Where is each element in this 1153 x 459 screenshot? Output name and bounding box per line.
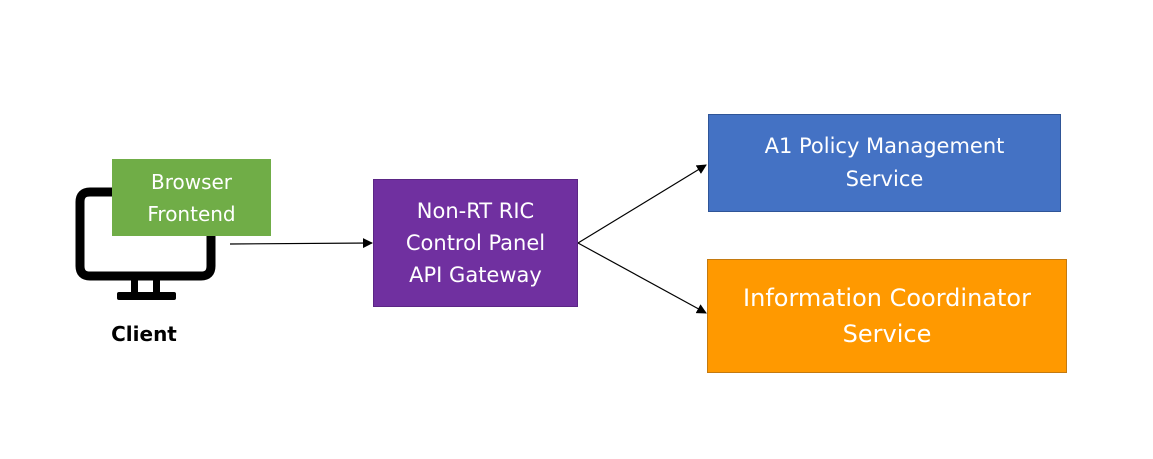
a1-policy-management-label: A1 Policy Management Service	[764, 134, 1005, 191]
edge-browser-to-gateway	[229, 238, 373, 249]
client-label: Client	[111, 322, 177, 346]
information-coordinator-node: Information Coordinator Service	[707, 259, 1067, 373]
a1-policy-management-node: A1 Policy Management Service	[708, 114, 1061, 212]
browser-frontend-label: Browser Frontend	[147, 169, 236, 226]
edge-gateway-to-a1-policy	[577, 164, 707, 244]
api-gateway-label: Non-RT RIC Control Panel API Gateway	[405, 199, 546, 287]
information-coordinator-label: Information Coordinator Service	[743, 284, 1031, 348]
api-gateway-node: Non-RT RIC Control Panel API Gateway	[373, 179, 578, 307]
browser-frontend-node: Browser Frontend	[112, 159, 271, 236]
edge-gateway-to-ics	[577, 242, 707, 314]
computer-monitor-icon	[75, 187, 216, 300]
